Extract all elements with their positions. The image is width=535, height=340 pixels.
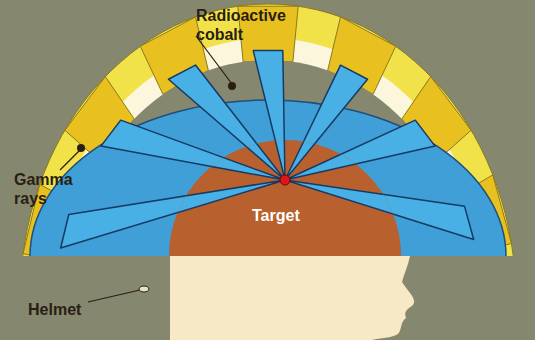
helmet-assembly <box>20 4 516 256</box>
part-label: Helmet <box>28 300 108 319</box>
part-label: Gamma rays <box>14 170 84 208</box>
head-silhouette <box>170 256 414 340</box>
gamma-beam <box>61 180 285 248</box>
collimator-band <box>46 38 490 256</box>
gamma-beam <box>285 120 435 180</box>
part-label: Radioactive cobalt <box>196 6 306 44</box>
gamma-beam <box>253 51 285 180</box>
leader-dot <box>77 144 85 152</box>
leader-dot <box>228 82 236 90</box>
gamma-beams-inner <box>61 51 474 248</box>
leader-line <box>196 36 232 84</box>
part-label: Target <box>252 206 332 225</box>
leader-line <box>60 150 80 170</box>
gamma-beam <box>168 65 285 180</box>
gamma-beam <box>285 180 474 240</box>
helmet <box>30 100 506 256</box>
target-point <box>280 175 290 185</box>
leader-line <box>88 290 140 302</box>
leader-dot <box>139 286 149 292</box>
cobalt-ring <box>20 4 516 256</box>
